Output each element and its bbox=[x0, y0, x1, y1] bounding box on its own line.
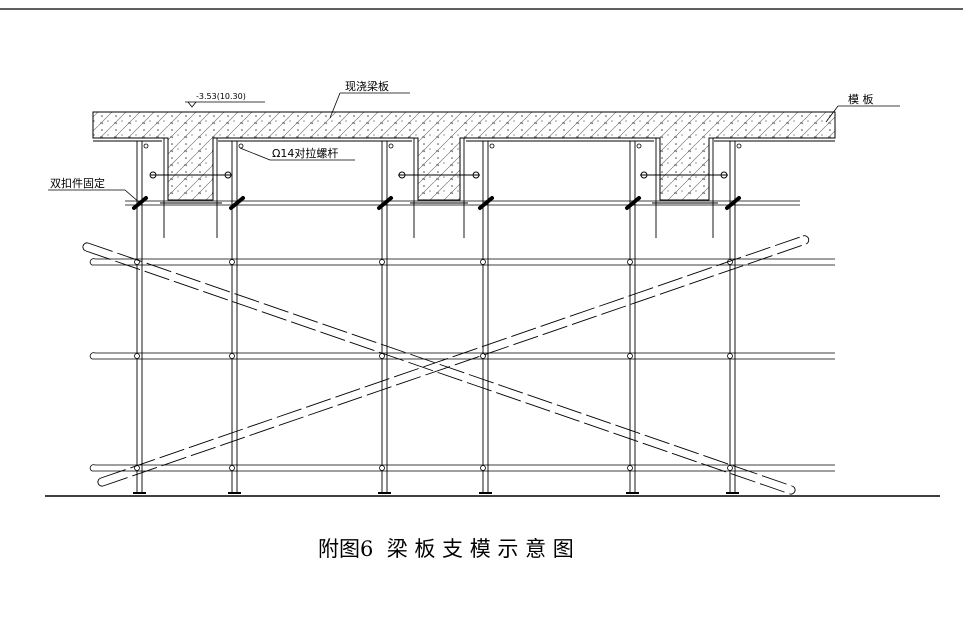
fastener-label: 双扣件固定 bbox=[50, 176, 105, 190]
formwork-lines bbox=[93, 138, 835, 238]
leader-lines bbox=[48, 92, 900, 204]
tie-bolts bbox=[149, 171, 728, 179]
formwork-label: 模 板 bbox=[848, 92, 874, 106]
elevation-label: -3.53(10.30) bbox=[196, 92, 246, 101]
figure-caption: 附图6 梁 板 支 模 示 意 图 bbox=[318, 537, 574, 561]
scaffold-ledgers bbox=[89, 200, 835, 472]
bolt-label: Ω14对拉螺杆 bbox=[272, 146, 338, 160]
slab-label: 现浇梁板 bbox=[345, 79, 389, 93]
cross-braces bbox=[82, 235, 810, 495]
concrete-slab bbox=[92, 111, 836, 201]
